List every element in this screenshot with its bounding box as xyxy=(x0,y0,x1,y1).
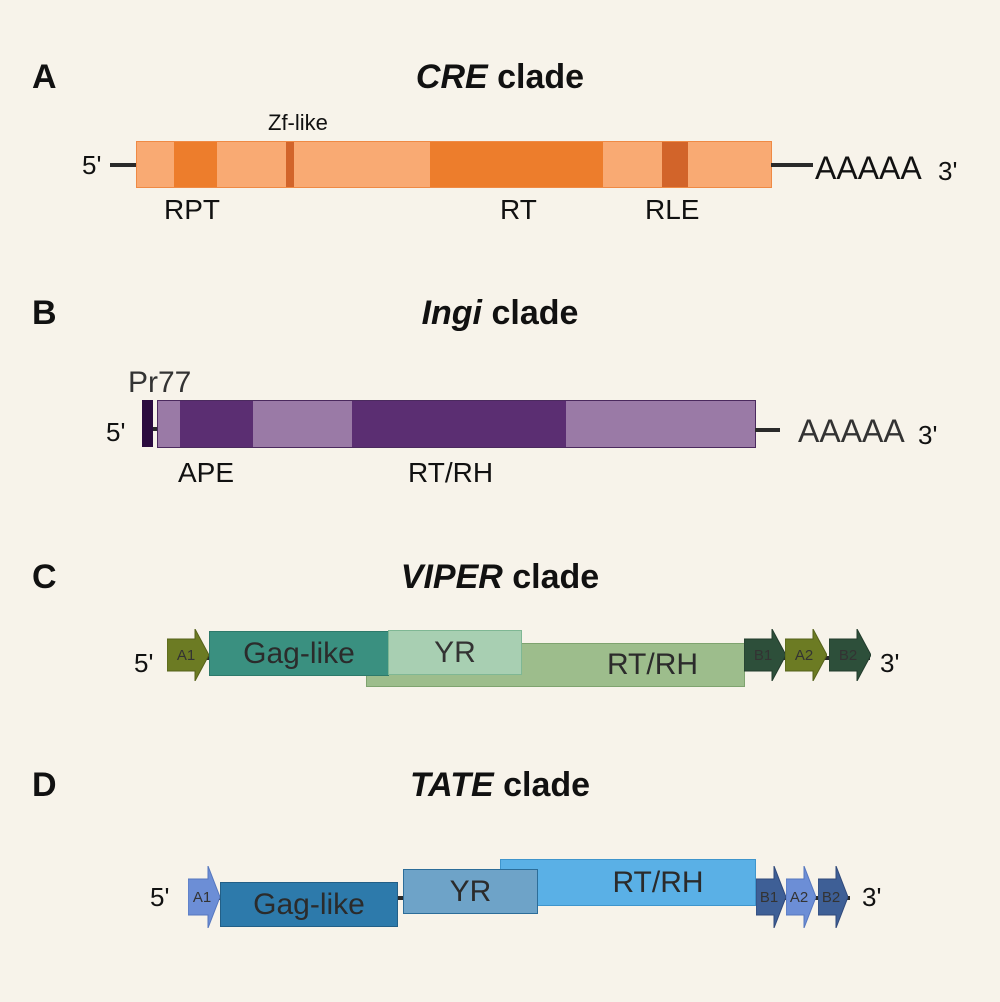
a2-arrow: A2 xyxy=(785,629,827,681)
b1-arrow: B1 xyxy=(744,629,786,681)
title-emphasis: TATE xyxy=(409,766,494,804)
five-prime-label: 5' xyxy=(150,882,170,912)
gag-like-label: Gag-like xyxy=(243,636,355,670)
arrow-shape-icon xyxy=(188,866,220,928)
panel-title-viper: VIPER clade xyxy=(0,558,1000,597)
pr77-label: Pr77 xyxy=(128,366,192,399)
title-emphasis: VIPER xyxy=(400,558,503,596)
three-prime-label: 3' xyxy=(880,648,900,678)
arrow-shape-icon xyxy=(167,629,209,681)
rpt-domain xyxy=(174,142,217,187)
b1-label: B1 xyxy=(759,888,779,906)
rtrh-label: RT/RH xyxy=(606,648,699,681)
arrow-shape-icon xyxy=(786,866,816,928)
panel-letter-b: B xyxy=(32,294,57,332)
a2-arrow: A2 xyxy=(786,866,816,928)
left-linker xyxy=(153,427,159,431)
rtrh-block xyxy=(500,859,756,906)
right-linker xyxy=(755,428,780,432)
panel-title-ingi: Ingi clade xyxy=(0,294,1000,333)
b2-arrow: B2 xyxy=(818,866,848,928)
ape-domain xyxy=(180,401,253,447)
rt-domain xyxy=(430,142,603,187)
poly-a-label: AAAAA xyxy=(798,413,905,449)
b2-label: B2 xyxy=(821,888,841,906)
a2-label: A2 xyxy=(789,888,809,906)
rtrh-domain xyxy=(352,401,566,447)
arrow-shape-icon xyxy=(818,866,848,928)
right-linker xyxy=(771,163,813,167)
a1-label: A1 xyxy=(176,646,196,664)
rtrh-label: RT/RH xyxy=(408,457,494,488)
arrow-shape-icon xyxy=(785,629,827,681)
five-prime-label: 5' xyxy=(106,417,126,447)
three-prime-label: 3' xyxy=(938,156,958,186)
panel-letter-d: D xyxy=(32,766,57,804)
panel-title-cre: CRE clade xyxy=(0,58,1000,97)
three-prime-label: 3' xyxy=(918,420,938,450)
poly-a-label: AAAAA xyxy=(815,150,922,186)
title-rest: clade xyxy=(502,558,600,596)
panel-letter-a: A xyxy=(32,58,57,96)
a1-label: A1 xyxy=(192,888,212,906)
rle-domain xyxy=(662,142,688,187)
a1-arrow: A1 xyxy=(188,866,220,928)
title-rest: clade xyxy=(487,58,585,96)
gag-like-block xyxy=(209,631,389,676)
yr-label: YR xyxy=(449,874,492,908)
title-rest: clade xyxy=(493,766,591,804)
arrow-shape-icon xyxy=(744,629,786,681)
rle-label: RLE xyxy=(645,194,700,225)
rt-label: RT xyxy=(500,194,537,225)
arrow-shape-icon xyxy=(829,629,871,681)
b2-arrow: B2 xyxy=(829,629,871,681)
panel-letter-c: C xyxy=(32,558,57,596)
arrow-shape-icon xyxy=(756,866,786,928)
zf-like-domain xyxy=(286,142,294,187)
rtrh-label: RT/RH xyxy=(612,865,704,899)
five-prime-label: 5' xyxy=(134,648,154,678)
panel-title-tate: TATE clade xyxy=(0,766,1000,805)
yr-label: YR xyxy=(434,635,476,669)
b2-label: B2 xyxy=(838,646,858,664)
ape-label: APE xyxy=(178,457,235,488)
b1-label: B1 xyxy=(753,646,773,664)
yr-block xyxy=(388,630,522,675)
title-emphasis: Ingi xyxy=(421,294,483,332)
gag-like-block xyxy=(220,882,398,927)
zf-like-label: Zf-like xyxy=(268,110,328,135)
rpt-label: RPT xyxy=(164,194,220,225)
a2-label: A2 xyxy=(794,646,814,664)
gag-like-label: Gag-like xyxy=(253,887,365,921)
pr77-block xyxy=(142,400,153,447)
title-rest: clade xyxy=(482,294,579,332)
b1-arrow: B1 xyxy=(756,866,786,928)
left-linker xyxy=(110,163,138,167)
three-prime-label: 3' xyxy=(862,882,882,912)
five-prime-label: 5' xyxy=(82,150,102,180)
a1-arrow: A1 xyxy=(167,629,209,681)
yr-block xyxy=(403,869,538,914)
title-emphasis: CRE xyxy=(415,58,488,96)
